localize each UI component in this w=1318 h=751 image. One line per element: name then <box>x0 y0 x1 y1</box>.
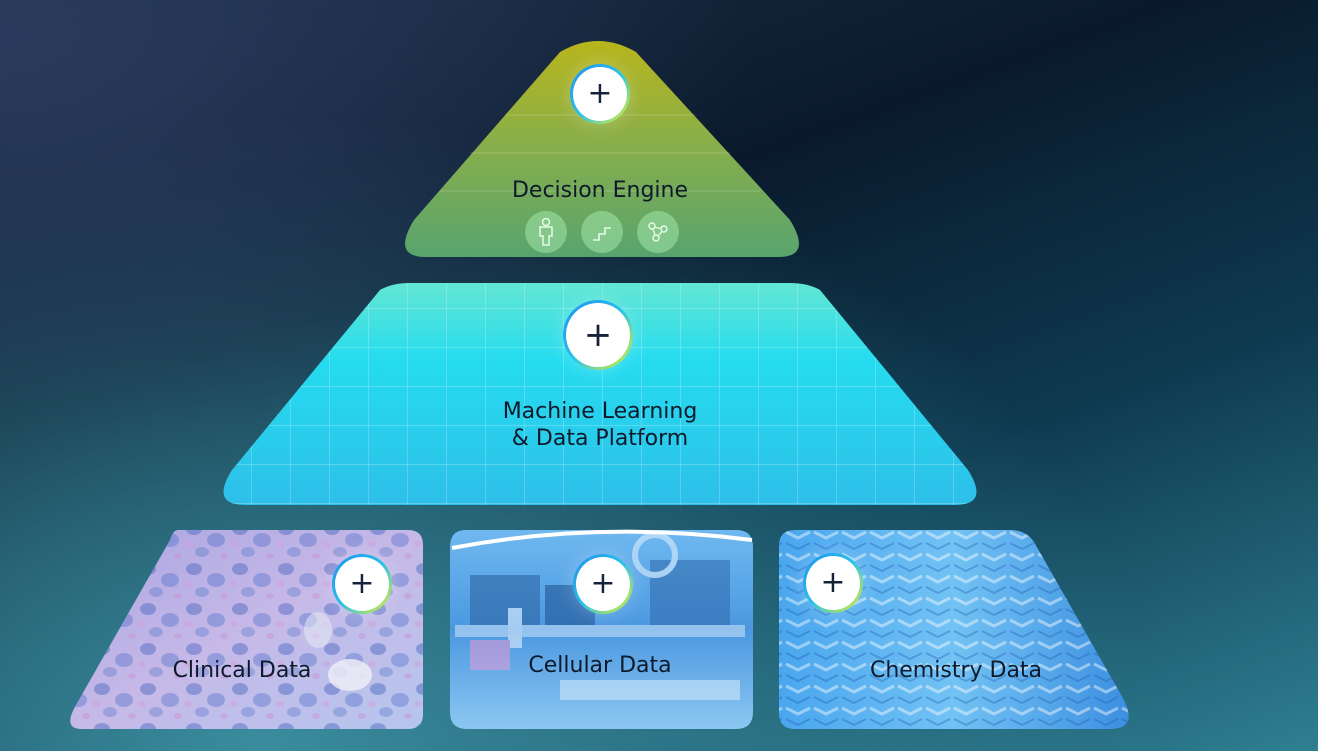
decision-engine-tier <box>405 41 799 257</box>
ml-platform-label-line1: Machine Learning <box>502 399 698 424</box>
chemistry-data-label: Chemistry Data <box>869 658 1043 683</box>
ml-platform-label: Machine Learning & Data Platform <box>450 398 750 452</box>
person-icon <box>525 211 567 253</box>
decision-engine-expand-button[interactable]: + <box>570 64 630 124</box>
plus-icon: + <box>590 566 616 601</box>
ml-platform-expand-button[interactable]: + <box>563 300 633 370</box>
plus-icon: + <box>583 315 613 355</box>
plus-icon: + <box>820 565 846 600</box>
stairs-icon <box>581 211 623 253</box>
plus-icon: + <box>349 566 375 601</box>
decision-engine-label: Decision Engine <box>511 178 689 203</box>
chemistry-data-expand-button[interactable]: + <box>803 553 863 613</box>
cellular-data-expand-button[interactable]: + <box>573 554 633 614</box>
cellular-data-label: Cellular Data <box>528 653 672 678</box>
plus-icon: + <box>587 76 613 111</box>
ml-platform-label-line2: & Data Platform <box>511 426 689 451</box>
molecule-icon <box>637 211 679 253</box>
clinical-data-label: Clinical Data <box>172 658 312 683</box>
clinical-data-expand-button[interactable]: + <box>332 554 392 614</box>
